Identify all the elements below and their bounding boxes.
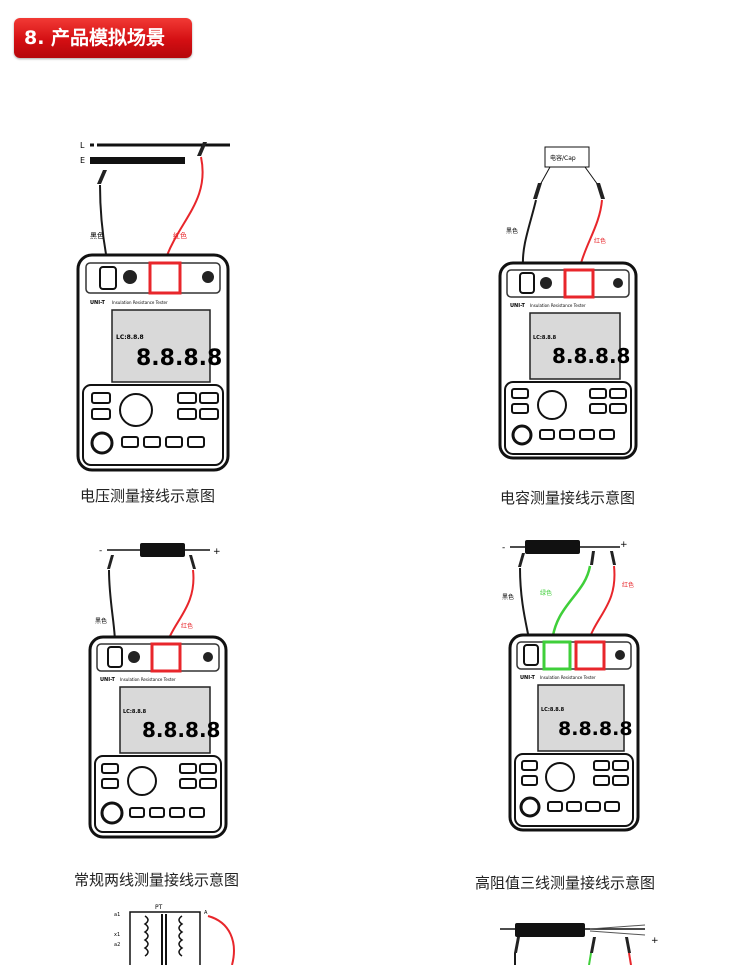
line-e-conductor: [90, 157, 185, 164]
coil-left-icon: [143, 915, 149, 957]
svg-text:a2: a2: [114, 942, 120, 948]
svg-text:UNI-T: UNI-T: [510, 303, 525, 309]
svg-text:8.8.8.8: 8.8.8.8: [142, 718, 220, 742]
terminal-guard: [123, 270, 137, 284]
pt-label: PT: [155, 904, 163, 911]
svg-text:黑色: 黑色: [502, 593, 514, 601]
caption-three-wire: 高阻值三线测量接线示意图: [475, 874, 656, 892]
tester-device: UNI-T Insulation Resistance Tester LC:8.…: [498, 261, 638, 460]
svg-text:红色: 红色: [622, 581, 634, 589]
cable-partial-diagram: +: [500, 923, 659, 965]
model-text: Insulation Resistance Tester: [112, 300, 168, 305]
caption-two-wire: 常规两线测量接线示意图: [74, 871, 240, 889]
power-button-icon: [90, 431, 114, 455]
svg-text:Insulation Resistance Tester: Insulation Resistance Tester: [540, 675, 596, 680]
svg-text:-: -: [502, 543, 505, 553]
capacitor-label: 电容/Cap: [550, 154, 576, 162]
capacitance-wiring-diagram: 电容/Cap 黑色 红色 UNI-T Insulation Resistance…: [498, 146, 638, 460]
svg-text:+: +: [213, 547, 221, 557]
brand-logo: UNI-T: [90, 300, 105, 306]
svg-text:A: A: [204, 910, 208, 916]
terminal-red: [148, 261, 182, 295]
svg-text:黑色: 黑色: [506, 227, 518, 235]
coil-right-icon: [178, 915, 184, 957]
tester-device: UNI-T Insulation Resistance Tester LC:8.…: [76, 253, 230, 472]
svg-text:a1: a1: [114, 912, 120, 918]
tester-device: UNI-T Insulation Resistance Tester LC:8.…: [88, 635, 228, 839]
nav-pad-icon: [119, 393, 153, 427]
svg-text:黑色: 黑色: [95, 617, 107, 625]
svg-text:LC:8.8.8: LC:8.8.8: [533, 335, 557, 341]
svg-text:LC:8.8.8: LC:8.8.8: [116, 334, 144, 341]
section-title-banner: 8. 产品模拟场景: [14, 18, 192, 58]
svg-text:红色: 红色: [181, 622, 193, 630]
voltage-wiring-diagram: L E 黑色 红色 UNI-T Insulation Resistance Te…: [76, 141, 230, 472]
green-wire: [550, 565, 592, 644]
caption-voltage: 电压测量接线示意图: [80, 487, 216, 505]
two-wire-wiring-diagram: - + 黑色 红色 UNI-T Insulation Resistance Te…: [88, 543, 228, 839]
lcd-digits: 8.8.8.8: [136, 346, 222, 371]
pt-transformer-diagram: PT a1 x1 a2 A: [114, 904, 235, 965]
svg-text:8.8.8.8: 8.8.8.8: [558, 718, 633, 740]
caption-capacitance: 电容测量接线示意图: [500, 489, 636, 507]
svg-text:UNI-T: UNI-T: [100, 677, 115, 683]
black-clip-icon: [97, 170, 107, 184]
terminal-green: [542, 640, 572, 671]
svg-text:8.8.8.8: 8.8.8.8: [552, 344, 630, 368]
svg-text:UNI-T: UNI-T: [520, 675, 535, 681]
black-lead-label: 黑色: [90, 231, 104, 240]
cable-body: [140, 543, 185, 557]
red-wire: [165, 156, 204, 259]
terminal-black: [99, 266, 117, 290]
svg-text:Insulation Resistance Tester: Insulation Resistance Tester: [120, 677, 176, 682]
red-clip-icon: [197, 142, 207, 156]
svg-text:绿色: 绿色: [540, 589, 552, 597]
svg-text:红色: 红色: [594, 237, 606, 245]
svg-text:LC:8.8.8: LC:8.8.8: [123, 709, 147, 715]
lcd-screen: [111, 309, 211, 383]
svg-text:x1: x1: [114, 932, 120, 938]
svg-text:-: -: [99, 546, 102, 556]
svg-text:LC:8.8.8: LC:8.8.8: [541, 707, 565, 713]
red-lead-label: 红色: [173, 231, 187, 240]
line-e-label: E: [80, 156, 85, 165]
tester-device: UNI-T Insulation Resistance Tester LC:8.…: [508, 633, 640, 832]
line-l-label: L: [80, 141, 85, 150]
three-wire-wiring-diagram: - + 黑色 绿色 红色 UNI-T Insulation Resistance…: [502, 540, 640, 832]
svg-text:+: +: [651, 936, 659, 946]
capacitor-box: [544, 146, 590, 168]
svg-text:Insulation Resistance Tester: Insulation Resistance Tester: [530, 303, 586, 308]
black-wire: [99, 184, 109, 266]
svg-text:+: +: [620, 540, 628, 550]
